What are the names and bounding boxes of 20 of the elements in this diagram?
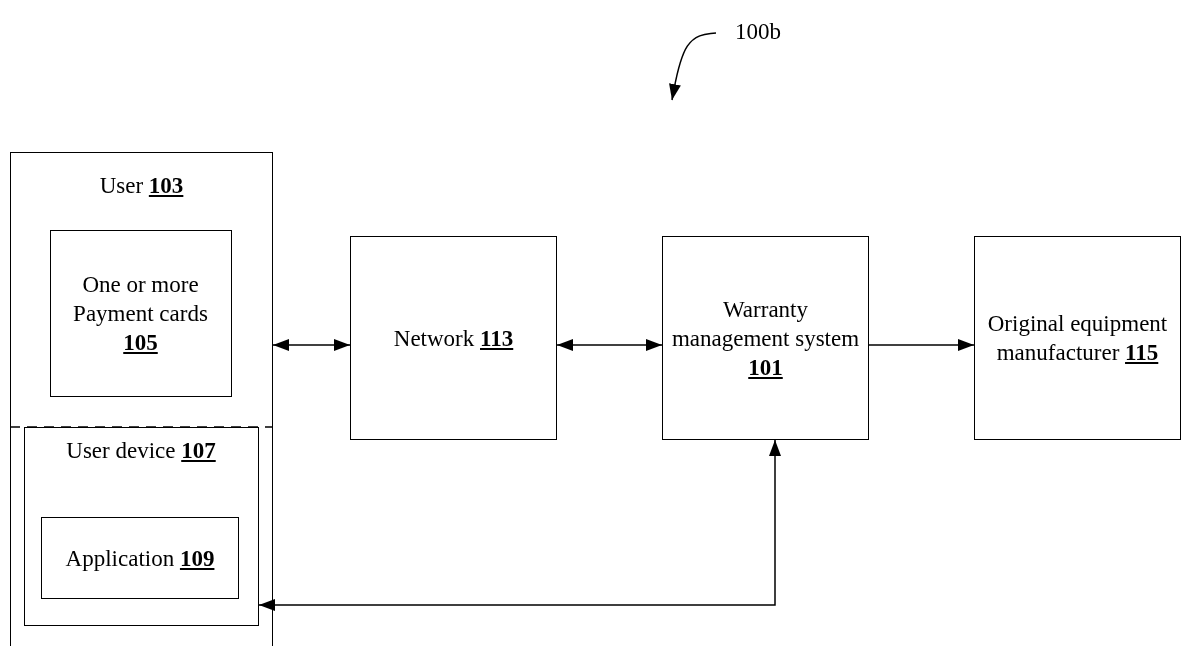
process-box: [974, 236, 1181, 440]
arrow: [556, 339, 663, 351]
node-label: Application 109: [65, 544, 215, 573]
node-label: User device 107: [66, 436, 216, 465]
process-box: [41, 517, 239, 599]
process-box: [23, 426, 259, 626]
process-box: [350, 236, 557, 440]
node-label: Original equipment manufacturer 115: [986, 310, 1169, 367]
reference-arrow: [669, 32, 717, 101]
node-label: Warranty management system 101: [670, 295, 861, 382]
arrow: [272, 339, 351, 351]
node-label: User 103: [99, 172, 184, 200]
arrow: [868, 339, 975, 351]
process-box: [662, 236, 869, 440]
user-box: [10, 152, 273, 646]
arrow: [258, 439, 781, 611]
process-box: [49, 229, 232, 397]
node-label: 100b: [735, 17, 781, 46]
node-label: Network 113: [393, 324, 514, 353]
node-label: One or more Payment cards 105: [72, 270, 209, 357]
